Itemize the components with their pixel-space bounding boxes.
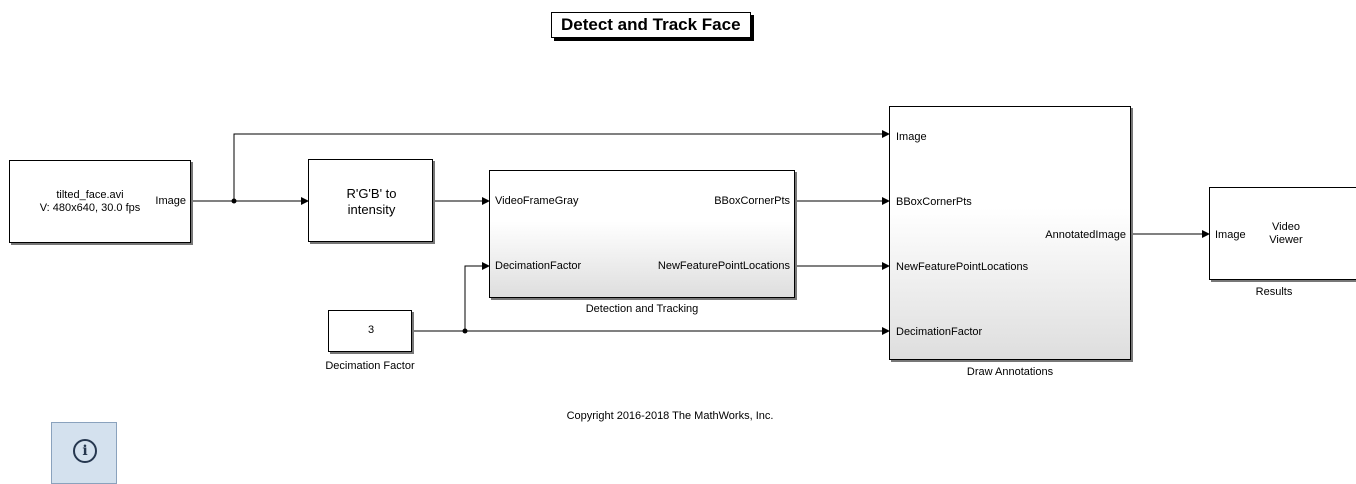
rgb-label: R'G'B' to intensity	[346, 186, 397, 217]
line-decimation-to-detection	[464, 262, 490, 331]
detection-in-decimation: DecimationFactor	[495, 260, 582, 272]
annotations-in-image: Image	[896, 131, 927, 143]
source-format: V: 480x640, 30.0 fps	[39, 202, 141, 214]
copyright-text: Copyright 2016-2018 The MathWorks, Inc.	[566, 410, 774, 422]
source-port-image: Image	[155, 195, 186, 207]
line-image-to-annotations	[233, 130, 890, 201]
annotations-in-decimation: DecimationFactor	[896, 326, 983, 338]
detection-tracking-block[interactable]: VideoFrameGray DecimationFactor BBoxCorn…	[489, 170, 795, 298]
video-viewer-block[interactable]: Image Video Viewer	[1209, 187, 1356, 280]
detection-out-features: NewFeaturePointLocations	[657, 260, 790, 272]
draw-annotations-block[interactable]: Image BBoxCornerPts NewFeaturePointLocat…	[889, 106, 1131, 360]
info-button[interactable]: i	[51, 422, 117, 484]
branch-point	[462, 328, 468, 334]
branch-point	[231, 198, 237, 204]
model-title[interactable]: Detect and Track Face	[551, 12, 751, 38]
annotations-in-features: NewFeaturePointLocations	[896, 261, 1029, 273]
annotations-out-image: AnnotatedImage	[1045, 229, 1126, 241]
decimation-constant-block[interactable]: 3	[328, 310, 412, 352]
annotations-in-bbox: BBoxCornerPts	[896, 196, 972, 208]
viewer-label-1: Video	[1272, 221, 1300, 233]
video-source-block[interactable]: tilted_face.avi V: 480x640, 30.0 fps Ima…	[9, 160, 191, 243]
detection-out-bbox: BBoxCornerPts	[714, 195, 790, 207]
viewer-caption: Results	[1255, 286, 1293, 298]
constant-value: 3	[367, 324, 375, 336]
annotations-caption: Draw Annotations	[966, 366, 1054, 378]
detection-in-video: VideoFrameGray	[495, 195, 579, 207]
rgb-to-intensity-block[interactable]: R'G'B' to intensity	[308, 159, 433, 242]
viewer-in-image: Image	[1215, 229, 1246, 241]
viewer-label-2: Viewer	[1269, 234, 1303, 246]
decimation-caption: Decimation Factor	[325, 360, 415, 372]
info-icon: i	[73, 439, 97, 463]
detection-caption: Detection and Tracking	[585, 303, 699, 315]
source-filename: tilted_face.avi	[56, 189, 124, 201]
